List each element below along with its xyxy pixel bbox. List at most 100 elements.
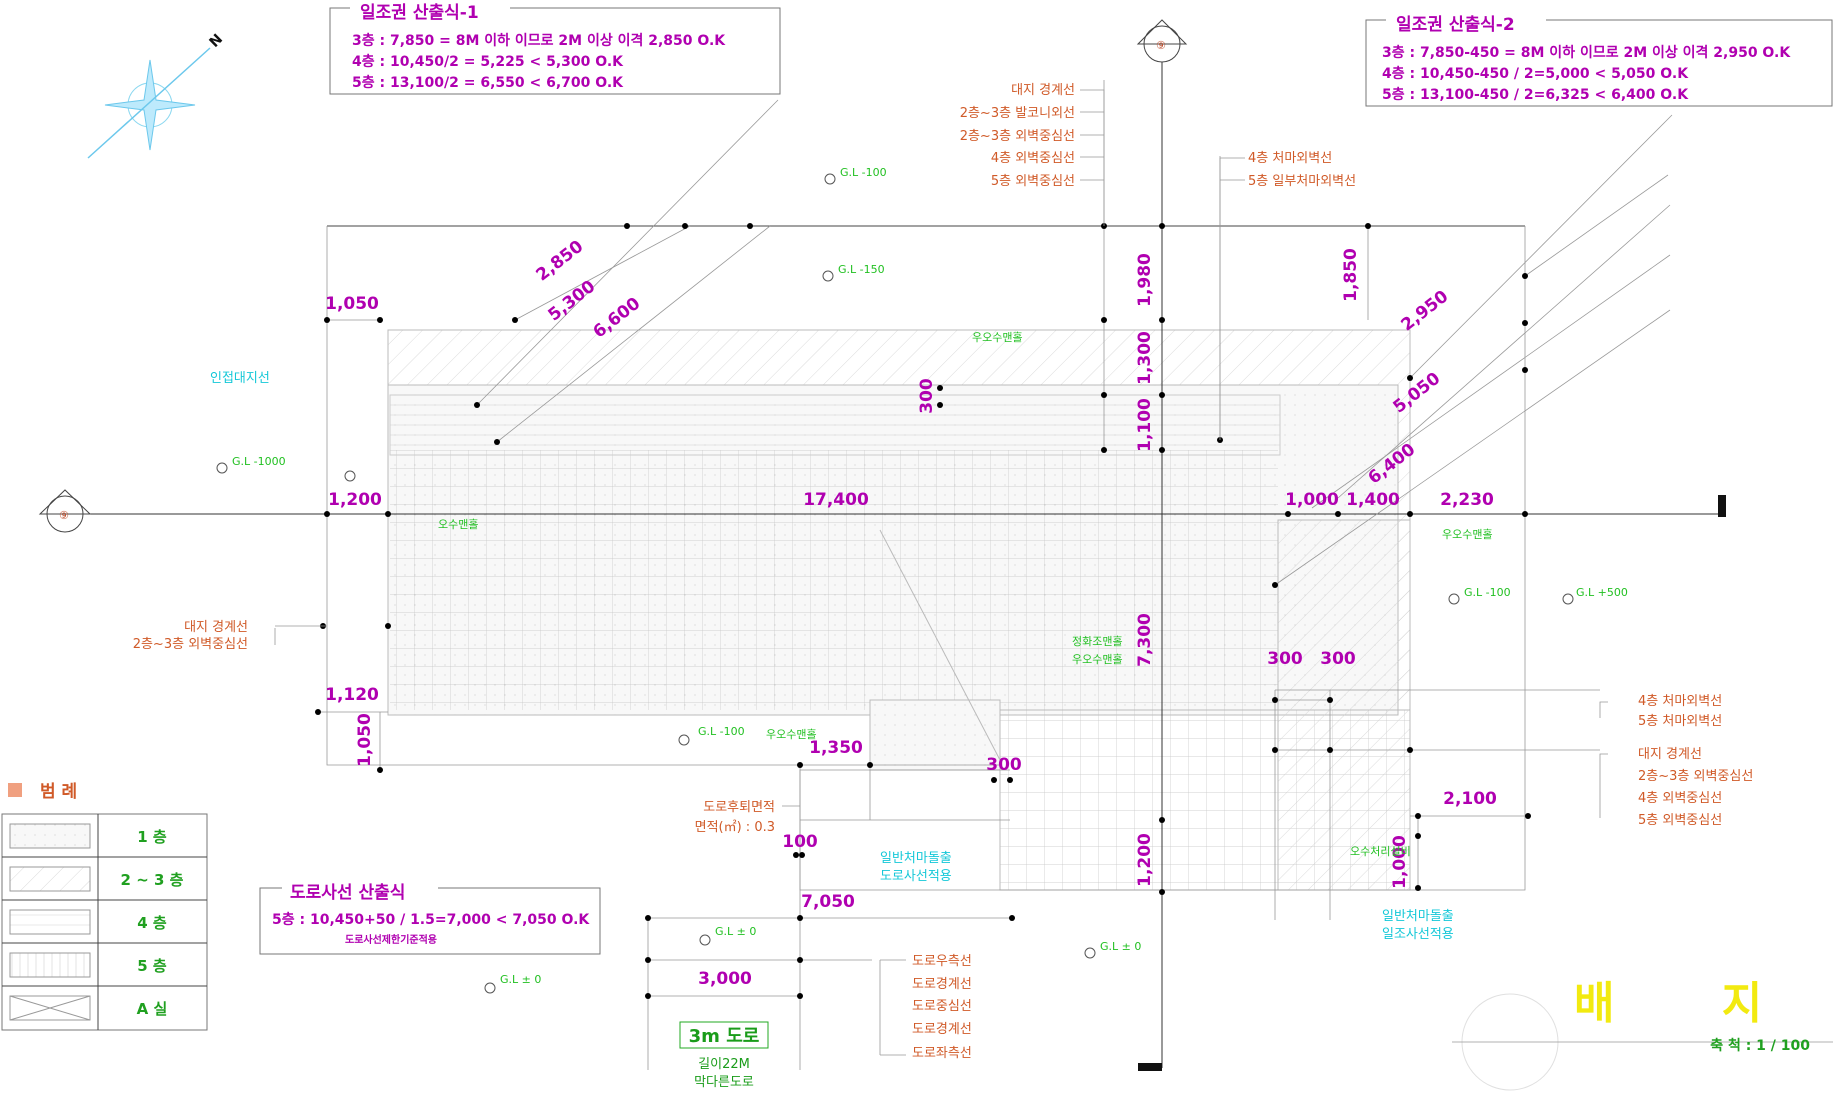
level-label: G.L -100 [698,725,745,738]
label-top-5: 5층 외벽중심선 [991,174,1075,189]
road-label: 3m 도로 길이22M 막다른도로 [679,1021,769,1090]
label-bottom-5: 도로좌측선 [912,1046,972,1061]
legend-swatch-4 [9,952,91,978]
label-right2-3: 4층 외벽중심선 [1638,791,1722,806]
dimension-label: 1,050 [325,294,379,314]
sunlight-calc-2-line-1: 3층 : 7,850-450 = 8M 이하 이므로 2M 이상 이격 2,95… [1382,44,1791,61]
level-label: G.L ± 0 [1100,940,1141,953]
road-calc-box: 도로사선 산출식 5층 : 10,450+50 / 1.5=7,000 < 7,… [259,880,601,955]
label-bottom-4: 도로경계선 [912,1022,972,1037]
level-label: G.L -100 [840,166,887,179]
dimension-label: 1,050 [355,713,375,767]
dimension-label: 1,100 [1135,398,1155,452]
boundary-labels-top: 대지 경계선 2층~3층 발코니외선 2층~3층 외벽중심선 4층 외벽중심선 … [960,83,1075,189]
dimension-label: 2,100 [1443,789,1497,809]
overhang-label: 도로사선적용 [880,869,952,884]
eave-labels-right: 4층 처마외벽선 5층 처마외벽선 [1638,694,1722,729]
sunlight-setback-lines [476,99,1673,586]
manhole-label: 오수처리설비 [1350,845,1411,858]
label-leaders [274,89,1608,1056]
dimension-label: 2,850 [533,237,588,286]
dimension-label: 7,300 [1135,613,1155,667]
label-top-2: 2층~3층 발코니외선 [960,106,1075,121]
legend: 범 례 1 층 2 ~ 3 층 4 층 5 층 A 실 [1,782,208,1031]
label-right2-1: 대지 경계선 [1638,747,1702,762]
manhole-label: 우오수맨홀 [766,728,817,741]
label-right2-4: 5층 외벽중심선 [1638,813,1722,828]
legend-label-1: 1 층 [137,828,167,846]
overhang-label: 인접대지선 [210,371,270,386]
dimension-label: 2,230 [1440,490,1494,510]
level-label: G.L ± 0 [500,973,541,986]
level-markers [216,173,1574,994]
axis-marker-y: ⑨ [1156,39,1166,52]
axis-lines: ⑨ ⑨ [38,19,1726,1071]
legend-swatch-3 [9,909,91,935]
dimension-label: 1,000 [1285,490,1339,510]
manhole-label: 정화조맨홀 [1072,635,1123,648]
label-bottom-3: 도로중심선 [912,999,972,1014]
overhang-label: 일반처마돌출 [880,851,952,866]
overhang-label: 일조사선적용 [1382,927,1454,942]
boundary-labels-left: 대지 경계선 2층~3층 외벽중심선 [133,620,248,652]
compass-rose-icon [87,47,211,159]
level-label: G.L ± 0 [715,925,756,938]
sunlight-calc-2-line-2: 4층 : 10,450-450 / 2=5,000 < 5,050 O.K [1382,66,1689,82]
road-setback-note-2: 면적(㎡) : 0.3 [695,820,775,835]
dimension-label: 1,200 [328,490,382,510]
manhole-label: 우오수맨홀 [1072,653,1123,666]
legend-swatch-5 [9,995,91,1021]
label-bottom-2: 도로경계선 [912,977,972,992]
legend-title: 범 례 [40,782,77,802]
level-label: G.L -1000 [232,455,286,468]
sunlight-calc-1-line-2: 4층 : 10,450/2 = 5,225 < 5,300 O.K [352,54,624,70]
dimension-label: 3,000 [698,969,752,989]
level-label: G.L -100 [1464,586,1511,599]
legend-label-2: 2 ~ 3 층 [121,871,184,889]
title-block: 배 지 도 축 척 : 1 / 100 [1452,978,1833,1091]
dimension-label: 1,350 [809,738,863,758]
dimension-label: 300 [917,378,937,414]
axis-marker-x: ⑨ [59,509,69,522]
building-footprint [387,329,1411,891]
manhole-label: 오수맨홀 [438,518,478,531]
dimension-label: 1,400 [1346,490,1400,510]
legend-swatch-1 [9,823,91,849]
label-left-2: 2층~3층 외벽중심선 [133,637,248,652]
label-top-1: 대지 경계선 [1011,83,1075,98]
dimension-label: 300 [1320,649,1356,669]
label-mid-1: 4층 처마외벽선 [1248,151,1332,166]
dimension-label: 1,300 [1135,331,1155,385]
drawing-scale: 축 척 : 1 / 100 [1710,1038,1810,1054]
level-label: G.L -150 [838,263,885,276]
dimension-label: 2,950 [1398,287,1453,336]
legend-label-4: 5 층 [137,957,167,975]
road-sub-2: 막다른도로 [694,1075,754,1090]
dimension-label: 300 [1267,649,1303,669]
label-right1-2: 5층 처마외벽선 [1638,714,1722,729]
sunlight-calc-1-title: 일조권 산출식-1 [360,3,479,23]
label-mid-2: 5층 일부처마외벽선 [1248,174,1356,189]
road-sub-1: 길이22M [698,1057,750,1072]
boundary-labels-right: 대지 경계선 2층~3층 외벽중심선 4층 외벽중심선 5층 외벽중심선 [1638,747,1753,828]
sunlight-calc-box-1: 일조권 산출식-1 3층 : 7,850 = 8M 이하 이므로 2M 이상 이… [329,2,781,95]
label-bottom-1: 도로우측선 [912,954,972,969]
legend-label-3: 4 층 [137,914,167,932]
sunlight-calc-2-line-3: 5층 : 13,100-450 / 2=6,325 < 6,400 O.K [1382,87,1689,103]
dimension-label: 1,980 [1135,253,1155,307]
label-top-3: 2층~3층 외벽중심선 [960,129,1075,144]
sunlight-calc-box-2: 일조권 산출식-2 3층 : 7,850-450 = 8M 이하 이므로 2M … [1365,14,1833,107]
legend-swatch-2 [9,866,91,892]
road-calc-note: 도로사선제한기준적용 [345,933,437,946]
label-right2-2: 2층~3층 외벽중심선 [1638,769,1753,784]
road-setback-note: 도로후퇴면적 면적(㎡) : 0.3 [695,800,775,835]
dimension-label: 300 [986,755,1022,775]
dimension-label: 17,400 [803,490,869,510]
dimension-label: 1,120 [325,685,379,705]
road-calc-title: 도로사선 산출식 [290,883,405,903]
manhole-label: 우오수맨홀 [1442,528,1493,541]
dimension-label: 1,850 [1341,248,1361,302]
road-calc-line: 5층 : 10,450+50 / 1.5=7,000 < 7,050 O.K [272,912,590,928]
